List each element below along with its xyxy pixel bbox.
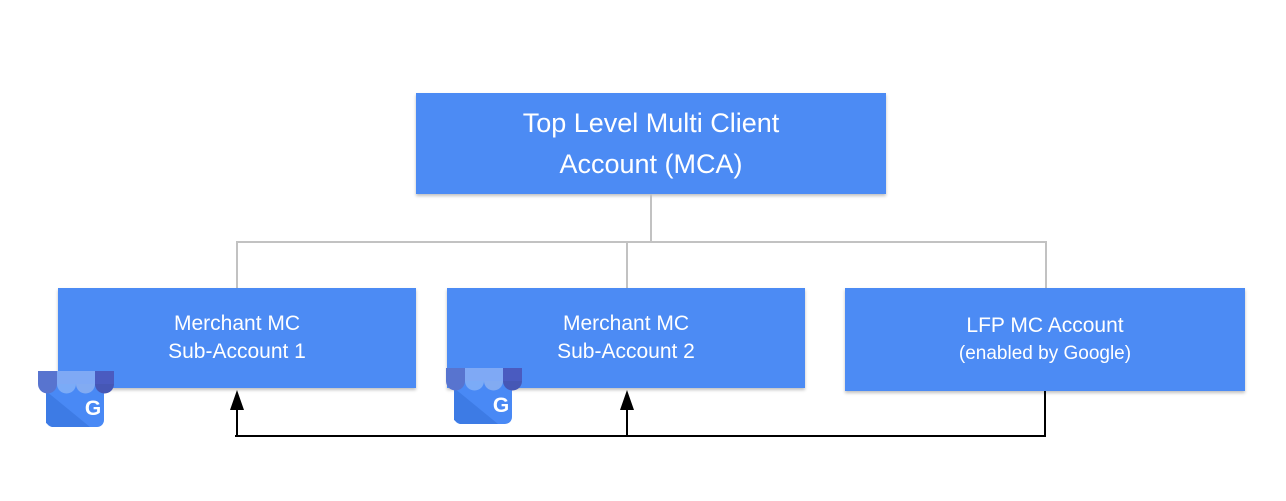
feedback-line-bus [235, 435, 1046, 437]
node-merchant-sub-account-1: Merchant MC Sub-Account 1 [58, 288, 416, 388]
node-label-line: Sub-Account 1 [168, 340, 306, 363]
node-label-line: Merchant MC [173, 312, 301, 335]
google-my-business-icon: G [38, 371, 114, 427]
feedback-line-arrow2-stem [626, 405, 628, 437]
tree-connector-root-drop [650, 194, 652, 242]
node-label-line: Account (MCA) [559, 148, 743, 179]
feedback-line-lfp-drop [1044, 391, 1046, 437]
node-top-level-mca: Top Level Multi Client Account (MCA) [416, 93, 886, 194]
node-merchant-sub-account-2: Merchant MC Sub-Account 2 [447, 288, 805, 388]
gmb-letter: G [85, 397, 101, 420]
arrowhead-up-icon [620, 390, 634, 410]
feedback-line-arrow1-stem [236, 405, 238, 437]
gmb-letter: G [493, 394, 509, 417]
arrowhead-up-icon [230, 390, 244, 410]
node-lfp-mc-account: LFP MC Account (enabled by Google) [845, 288, 1245, 391]
node-label-line: Merchant MC [562, 312, 690, 335]
tree-connector-child1-drop [236, 241, 238, 288]
tree-connector-child3-drop [1045, 241, 1047, 288]
tree-connector-bus [236, 241, 1046, 243]
node-label-line: Top Level Multi Client [522, 107, 780, 138]
tree-connector-child2-drop [626, 241, 628, 288]
node-label-line: (enabled by Google) [958, 342, 1132, 364]
google-my-business-icon: G [446, 368, 522, 424]
node-label-line: Sub-Account 2 [557, 340, 695, 363]
node-label-line: LFP MC Account [966, 313, 1124, 337]
